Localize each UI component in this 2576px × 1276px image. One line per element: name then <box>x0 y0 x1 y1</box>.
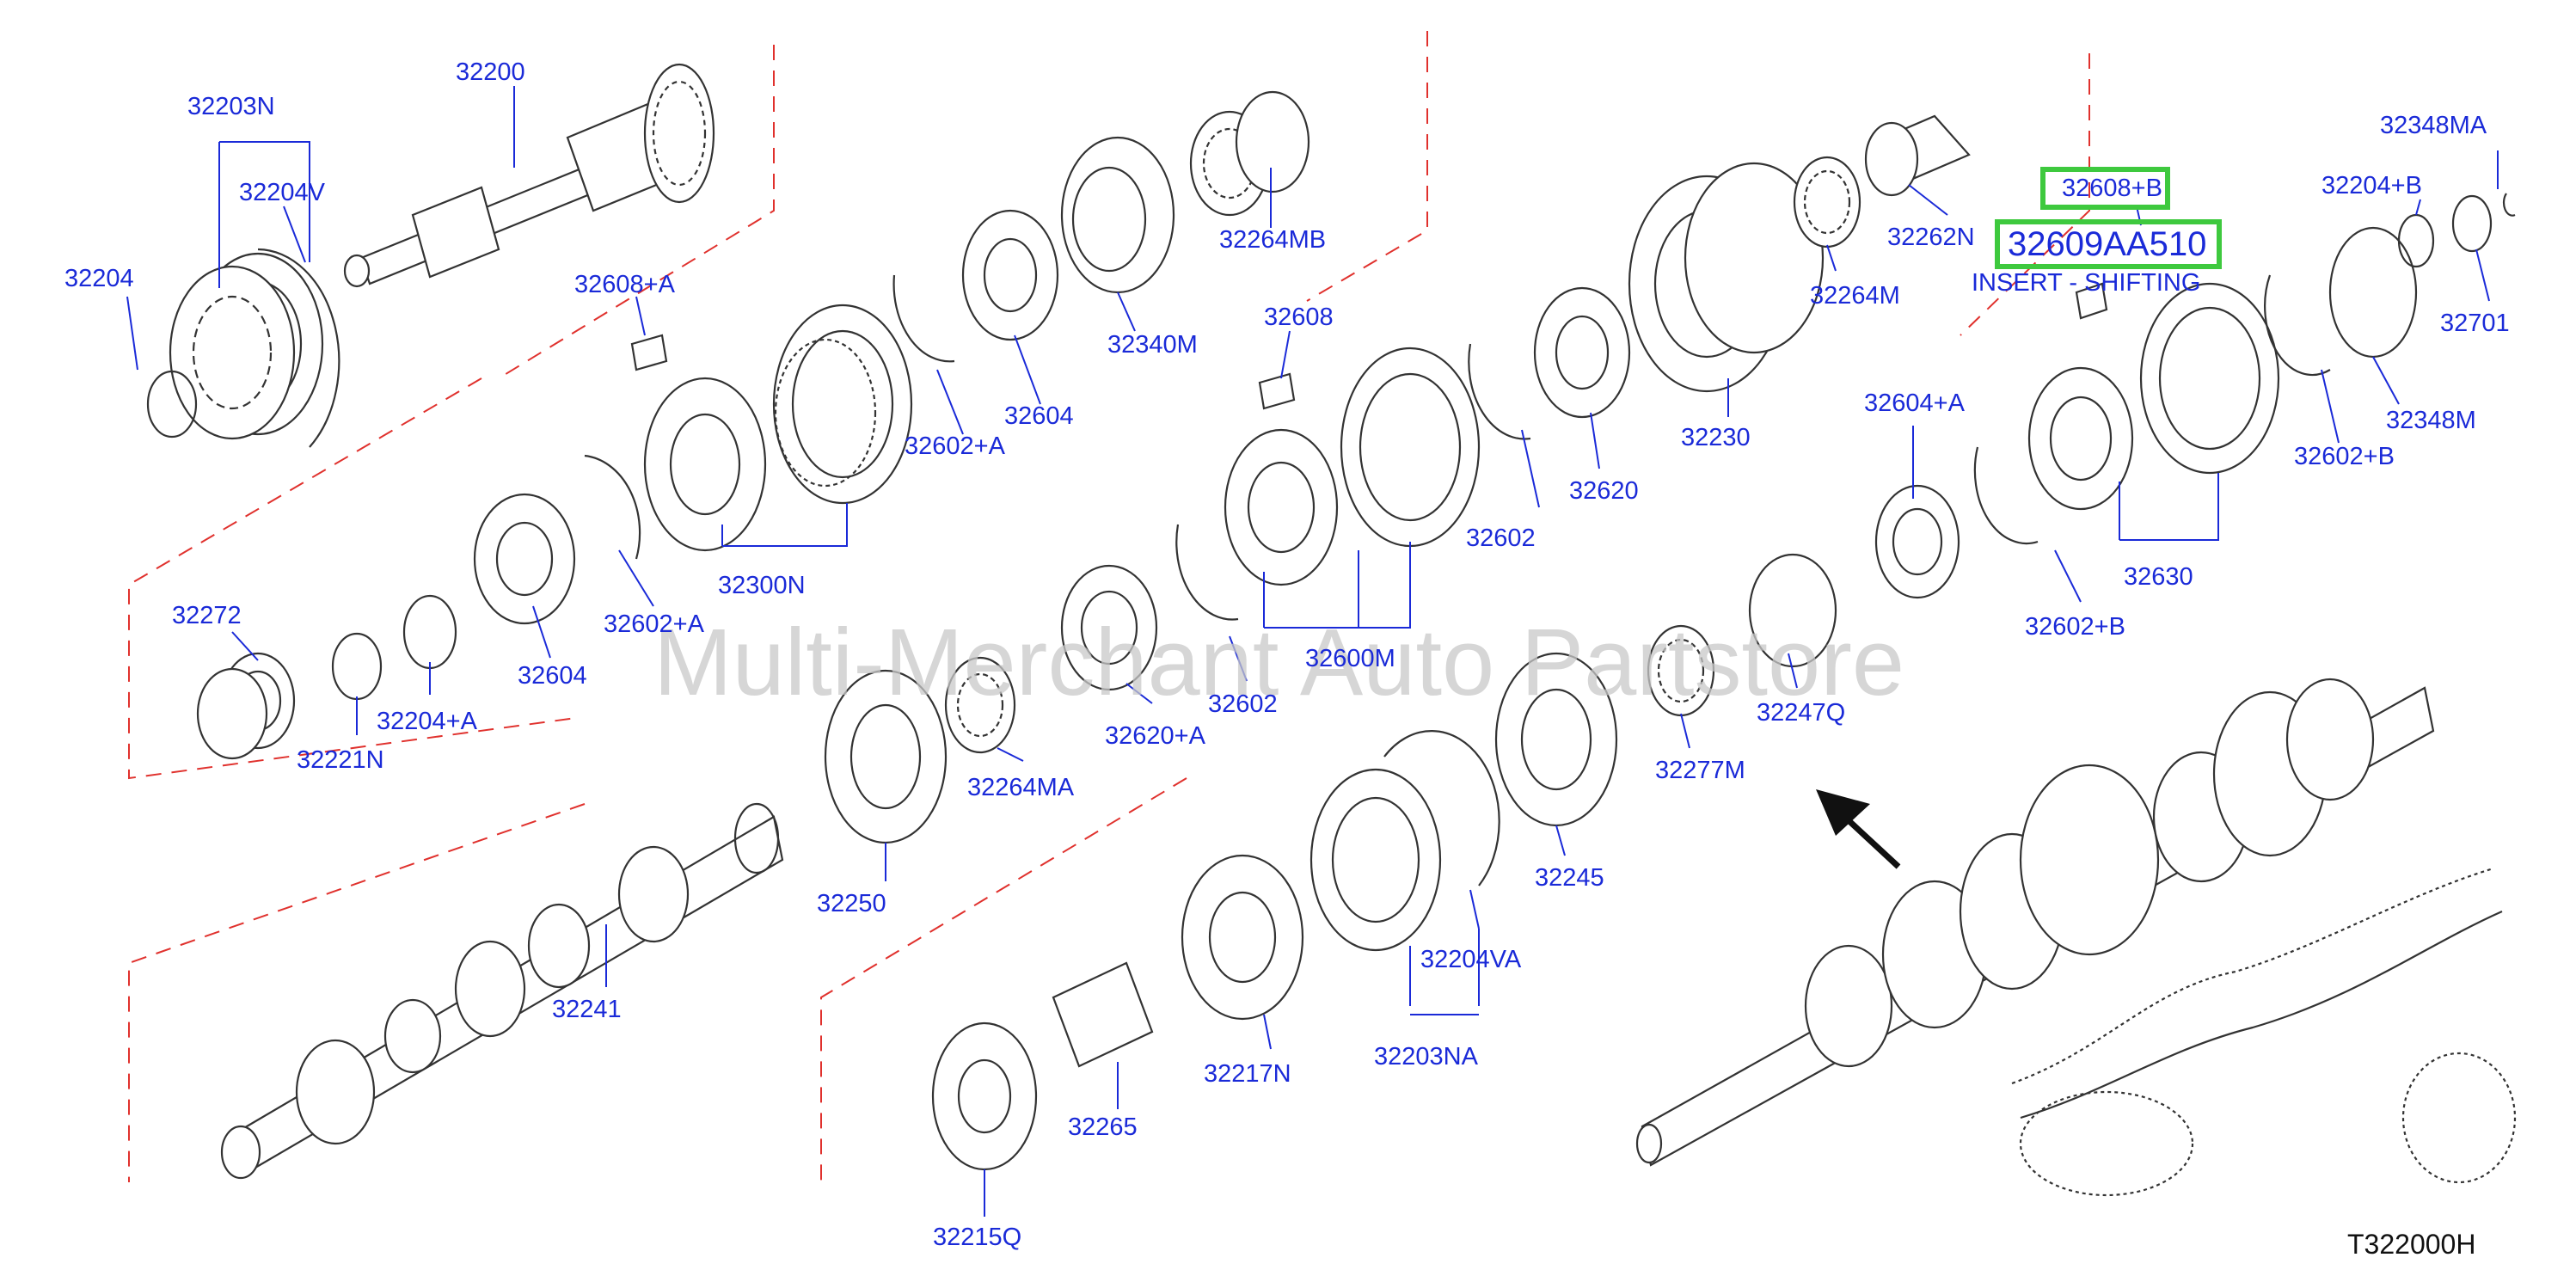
part-label-32608a[interactable]: 32608+A <box>574 271 676 298</box>
part-label-32200[interactable]: 32200 <box>456 58 525 86</box>
part-label-32602a-b[interactable]: 32602+A <box>604 610 705 638</box>
part-label-32203na[interactable]: 32203NA <box>1374 1043 1479 1070</box>
part-label-32608b[interactable]: 32608+B <box>2062 175 2162 202</box>
highlighted-part-number[interactable]: 32609AA510 <box>2008 225 2206 263</box>
part-label-32630[interactable]: 32630 <box>2124 563 2193 591</box>
part-label-32340m[interactable]: 32340M <box>1107 331 1198 359</box>
part-label-32204b[interactable]: 32204+B <box>2321 172 2422 199</box>
row1-mid-parts <box>892 90 1310 363</box>
part-label-32221n[interactable]: 32221N <box>297 746 384 774</box>
part-label-32620[interactable]: 32620 <box>1569 477 1639 505</box>
part-labels: 32200 32203N 32204V 32204 32608+A 32264M… <box>64 58 2510 1260</box>
assembled-view <box>1635 678 2517 1197</box>
figure-code: T322000H <box>2347 1229 2475 1260</box>
part-label-32264mb[interactable]: 32264MB <box>1219 226 1326 254</box>
part-label-32230[interactable]: 32230 <box>1681 424 1751 451</box>
part-label-32264ma[interactable]: 32264MA <box>967 774 1075 801</box>
part-label-32264m[interactable]: 32264M <box>1810 282 1900 310</box>
highlighted-part-description: INSERT - SHIFTING <box>1972 269 2200 297</box>
part-label-32204a[interactable]: 32204+A <box>377 708 478 735</box>
part-label-32247q[interactable]: 32247Q <box>1757 699 1845 727</box>
part-label-32204[interactable]: 32204 <box>64 265 134 292</box>
part-label-32620a[interactable]: 32620+A <box>1105 722 1206 750</box>
highlight-boxes <box>1995 167 2222 269</box>
mainshaft <box>220 802 784 1180</box>
part-label-32602b-b[interactable]: 32602+B <box>2025 613 2125 641</box>
part-label-32300n[interactable]: 32300N <box>718 572 806 599</box>
part-label-32701[interactable]: 32701 <box>2440 310 2510 337</box>
part-label-32602-b[interactable]: 32602 <box>1208 690 1278 718</box>
part-label-32348m[interactable]: 32348M <box>2386 407 2476 434</box>
row2-right-parts <box>1874 193 2516 599</box>
part-label-32265[interactable]: 32265 <box>1068 1113 1138 1141</box>
part-label-32602-a[interactable]: 32602 <box>1466 525 1536 552</box>
part-label-32604a[interactable]: 32604+A <box>1864 390 1966 417</box>
assembly-boundary-lines <box>128 31 2090 1182</box>
input-shaft-group <box>146 63 715 448</box>
part-label-32277m[interactable]: 32277M <box>1655 757 1745 784</box>
part-label-32217n[interactable]: 32217N <box>1204 1060 1291 1088</box>
part-label-32245[interactable]: 32245 <box>1535 864 1604 892</box>
row2-mid-parts <box>1060 114 1971 691</box>
leader-lines <box>126 86 2499 1217</box>
part-label-32604-b[interactable]: 32604 <box>518 662 587 690</box>
direction-arrow <box>1816 789 1901 869</box>
row3-mid-parts <box>824 553 1837 1171</box>
part-label-32604-a[interactable]: 32604 <box>1004 402 1074 430</box>
part-label-32348ma[interactable]: 32348MA <box>2380 112 2487 139</box>
part-label-32602b-a[interactable]: 32602+B <box>2294 443 2395 470</box>
part-label-32262n[interactable]: 32262N <box>1887 224 1975 251</box>
part-label-32203n[interactable]: 32203N <box>187 93 275 120</box>
part-label-32600m[interactable]: 32600M <box>1305 645 1395 672</box>
part-label-32241[interactable]: 32241 <box>552 996 622 1023</box>
part-label-32602a-a[interactable]: 32602+A <box>905 432 1006 460</box>
part-label-32250[interactable]: 32250 <box>817 890 886 917</box>
part-label-32272[interactable]: 32272 <box>172 602 242 629</box>
watermark: Multi-Merchant Auto Partstore <box>653 610 1904 715</box>
part-label-32204v[interactable]: 32204V <box>239 179 326 206</box>
part-label-32204va[interactable]: 32204VA <box>1420 946 1522 973</box>
part-label-32608[interactable]: 32608 <box>1264 304 1334 331</box>
part-label-32215q[interactable]: 32215Q <box>933 1224 1021 1251</box>
